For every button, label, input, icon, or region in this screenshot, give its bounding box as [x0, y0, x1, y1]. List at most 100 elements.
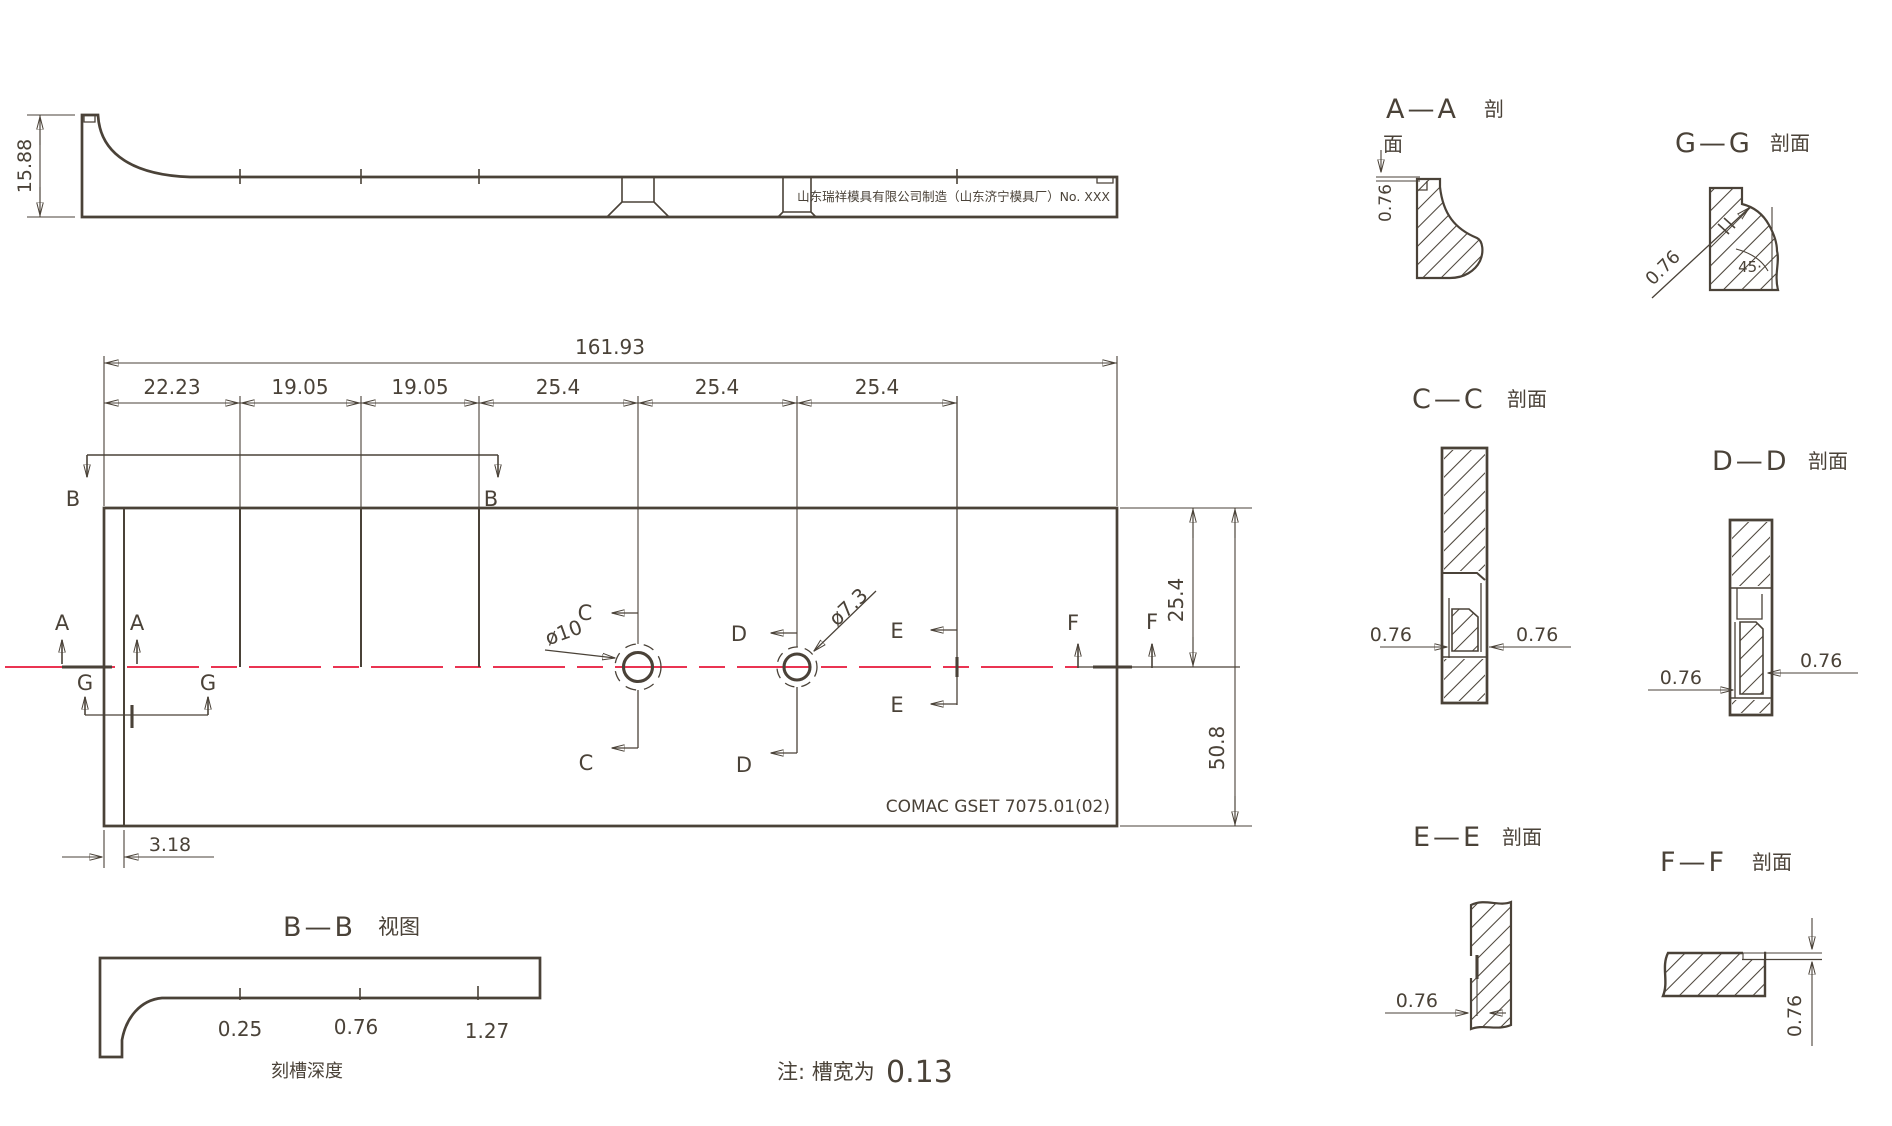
dim-seg-2: 19.05	[271, 375, 328, 399]
dim-seg-5: 25.4	[695, 375, 740, 399]
dd-dim-left-text: 0.76	[1660, 667, 1702, 689]
bb-depth-2: 0.76	[334, 1015, 379, 1039]
bb-view-title: B—B	[283, 912, 356, 943]
ff-dim-text: 0.76	[1784, 995, 1806, 1037]
dim-full-width-text: 50.8	[1205, 726, 1229, 771]
plan-outline	[102, 506, 1119, 828]
drawing-note: 注: 槽宽为 0.13	[777, 1055, 953, 1090]
dim-edge-offset: 3.18	[62, 830, 214, 868]
part-number: COMAC GSET 7075.01(02)	[886, 797, 1110, 817]
ee-title-suffix: 剖面	[1502, 825, 1542, 849]
side-view-hole1-profile	[606, 177, 670, 218]
section-view-ff: F—F 剖面 0.76	[1660, 847, 1822, 1046]
gg-angle-text: 45·	[1738, 258, 1762, 276]
dim-seg-1: 22.23	[143, 375, 200, 399]
section-label-f-left: F	[1067, 611, 1079, 635]
aa-title-suffix2: 面	[1383, 132, 1403, 156]
ee-section-shape	[1469, 900, 1513, 1031]
cc-dim-left: 0.76	[1370, 624, 1447, 647]
cc-dim-left-text: 0.76	[1370, 624, 1412, 646]
section-view-aa: A—A 剖 面 0.76	[1376, 94, 1504, 280]
ff-title-suffix: 剖面	[1752, 850, 1792, 874]
dim-half-width-text: 25.4	[1164, 578, 1188, 623]
cc-bore-top-line	[1443, 572, 1486, 581]
bb-view-groove-ticks	[239, 986, 479, 1000]
dim-seg-4: 25.4	[536, 375, 581, 399]
side-view-outline	[80, 113, 1119, 219]
section-indicator-d: D D	[731, 622, 797, 777]
section-view-gg: G—G 剖面 0.76 45·	[1642, 128, 1810, 299]
aa-inner-step	[1417, 181, 1428, 191]
bb-depth-3: 1.27	[465, 1019, 510, 1043]
dim-15-88-text: 15.88	[14, 139, 36, 193]
dd-dim-right: 0.76	[1768, 650, 1858, 673]
aa-title-suffix1: 剖	[1484, 97, 1504, 121]
ff-title: F—F	[1660, 847, 1727, 878]
section-view-cc: C—C 剖面 0.76 0.76	[1370, 384, 1571, 705]
cc-title: C—C	[1412, 384, 1486, 415]
hole-1	[621, 650, 655, 684]
dd-dim-right-text: 0.76	[1800, 650, 1842, 672]
bb-caption: 刻槽深度	[271, 1061, 343, 1082]
dd-outline	[1728, 518, 1774, 717]
section-label-c-top: C	[578, 601, 593, 625]
section-label-d-bottom: D	[736, 753, 752, 777]
hole-2-dashed-circle	[776, 646, 818, 688]
ff-section-shape	[1661, 951, 1767, 998]
aa-dim-text: 0.76	[1376, 184, 1396, 222]
dim-full-width: 50.8	[1205, 508, 1235, 826]
aa-ext-lines	[1376, 176, 1420, 182]
gg-angle-arc	[1735, 248, 1769, 272]
gg-dim-text: 0.76	[1642, 247, 1685, 290]
bb-view: B—B 视图 0.25 0.76 1.27 刻槽深度	[98, 912, 542, 1082]
section-indicator-c: C C	[578, 601, 638, 775]
side-view-groove-ticks	[239, 169, 958, 184]
dim-edge-offset-text: 3.18	[149, 834, 191, 856]
side-view-hole2-profile	[777, 177, 817, 218]
cc-dim-right: 0.76	[1489, 624, 1571, 647]
cc-title-suffix: 剖面	[1507, 387, 1547, 411]
ee-dim-text: 0.76	[1396, 990, 1438, 1012]
cc-hatch-bottom	[1444, 659, 1485, 701]
dd-title-suffix: 剖面	[1808, 449, 1848, 473]
section-label-e-bottom: E	[890, 693, 903, 717]
ff-dim: 0.76	[1784, 918, 1812, 1046]
section-label-e-top: E	[890, 619, 903, 643]
section-label-c-bottom: C	[579, 751, 594, 775]
dim-15-88: 15.88	[14, 114, 75, 218]
bb-depth-1: 0.25	[218, 1017, 263, 1041]
section-label-g-right: G	[200, 671, 216, 695]
note-prefix: 注: 槽宽为	[777, 1060, 875, 1084]
aa-section-shape	[1415, 177, 1484, 280]
ee-dim: 0.76	[1385, 990, 1506, 1013]
ee-title: E—E	[1413, 822, 1483, 853]
plan-groove-lines	[239, 508, 480, 667]
section-label-b-right: B	[484, 487, 498, 511]
bb-view-outline	[98, 956, 542, 1059]
ff-notch-mask	[1743, 950, 1764, 959]
section-label-f-right: F	[1146, 610, 1158, 634]
gg-section-shape	[1708, 186, 1780, 292]
note-value: 0.13	[886, 1055, 953, 1090]
section-label-g-left: G	[77, 671, 93, 695]
dim-chain: 22.23 19.05 19.05 25.4 25.4 25.4	[104, 375, 957, 403]
section-indicator-b: B B	[66, 454, 498, 511]
hole-1-dashed-circle	[614, 643, 662, 691]
hole-2-leader: ø7.3	[814, 583, 877, 651]
dd-title: D—D	[1712, 446, 1790, 477]
cc-hatch-top	[1444, 450, 1485, 571]
gg-title-suffix: 剖面	[1770, 131, 1810, 155]
section-label-a-right: A	[130, 611, 145, 635]
dim-seg-3: 19.05	[391, 375, 448, 399]
hole-2	[782, 652, 812, 682]
gg-leader	[1651, 208, 1749, 299]
aa-title: A—A	[1386, 94, 1459, 125]
section-indicator-a: A A	[55, 611, 145, 664]
cc-outline	[1440, 446, 1489, 705]
plan-view: ø10 ø7.3 161.93 22.23	[5, 335, 1252, 868]
bb-view-title-suffix: 视图	[378, 915, 420, 939]
gg-double-tick	[1717, 217, 1736, 235]
dim-half-width: 25.4	[1164, 508, 1193, 667]
